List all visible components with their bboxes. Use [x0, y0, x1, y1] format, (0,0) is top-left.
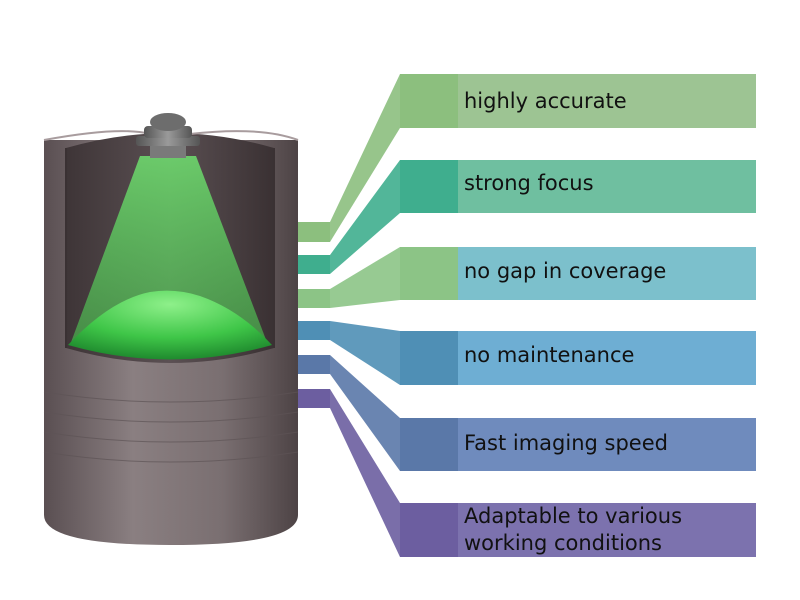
connector-no-gap — [298, 247, 756, 308]
feature-label-no-gap-in-coverage: no gap in coverage — [464, 259, 667, 283]
connector-ribbon-highly-accurate — [330, 74, 400, 242]
feature-label-fast-imaging-speed: Fast imaging speed — [464, 431, 668, 455]
connector-stub-fast-imaging — [298, 355, 330, 374]
banner-adaptable — [458, 503, 756, 557]
connector-stub-strong-focus — [298, 255, 330, 274]
connector-ribbon-adaptable — [330, 389, 400, 557]
radar-sensor-icon — [136, 113, 200, 158]
feature-label-strong-focus: strong focus — [464, 171, 594, 195]
feature-label-adaptable: Adaptable to various working conditions — [464, 504, 683, 555]
banner-no-maintenance — [458, 331, 756, 385]
connector-no-maintenance — [298, 321, 756, 385]
banner-strong-focus — [458, 160, 756, 213]
banner-no-gap — [458, 247, 756, 300]
connector-ribbon-no-maintenance — [330, 321, 400, 385]
connector-stub-adaptable — [298, 389, 330, 408]
connector-ribbon-no-gap — [330, 247, 400, 308]
connector-strong-focus — [298, 160, 756, 274]
connector-ribbon-fast-imaging — [330, 355, 400, 471]
banner-highly-accurate — [458, 74, 756, 128]
banner-fast-imaging — [458, 418, 756, 471]
banner-head-no-maintenance — [400, 331, 458, 385]
material-pile — [68, 290, 272, 360]
banner-head-fast-imaging — [400, 418, 458, 471]
connector-stub-highly-accurate — [298, 222, 330, 242]
feature-label-no-maintenance: no maintenance — [464, 343, 635, 367]
banner-head-adaptable — [400, 503, 458, 557]
feature-connectors — [298, 74, 756, 557]
connector-stub-no-gap — [298, 289, 330, 308]
banner-head-highly-accurate — [400, 74, 458, 128]
banner-head-no-gap — [400, 247, 458, 300]
connector-fast-imaging — [298, 355, 756, 471]
connector-adaptable — [298, 389, 756, 557]
connector-stub-no-maintenance — [298, 321, 330, 340]
feature-label-highly-accurate: highly accurate — [464, 89, 627, 113]
banner-head-strong-focus — [400, 160, 458, 213]
connector-ribbon-strong-focus — [330, 160, 400, 274]
connector-highly-accurate — [298, 74, 756, 242]
